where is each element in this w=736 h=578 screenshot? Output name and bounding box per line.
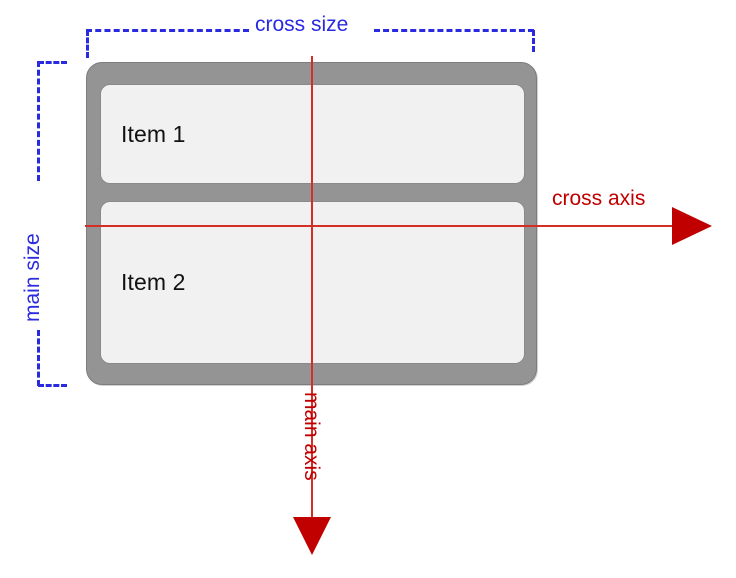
main-size-bracket-bar-bottom [37, 330, 40, 386]
flex-item-2-label: Item 2 [121, 269, 186, 295]
cross-axis-arrow-icon [672, 207, 712, 245]
main-axis-line [311, 56, 313, 536]
cross-size-label: cross size [255, 13, 349, 36]
cross-axis-line [85, 225, 710, 227]
main-size-bracket-tick-bottom [38, 384, 67, 387]
main-axis-label: main axis [300, 392, 323, 481]
main-size-bracket-bar-top [37, 61, 40, 181]
cross-size-bracket-bar-right [374, 29, 534, 32]
cross-axis-label: cross axis [552, 187, 646, 210]
main-axis-arrow-icon [293, 517, 331, 555]
cross-size-bracket-bar-left [86, 29, 249, 32]
cross-size-bracket-tick-left [86, 30, 89, 58]
cross-size-bracket-tick-right [532, 30, 535, 52]
main-size-bracket-tick-top [38, 61, 67, 64]
main-size-label: main size [21, 233, 44, 322]
flex-item-1-label: Item 1 [121, 120, 186, 147]
